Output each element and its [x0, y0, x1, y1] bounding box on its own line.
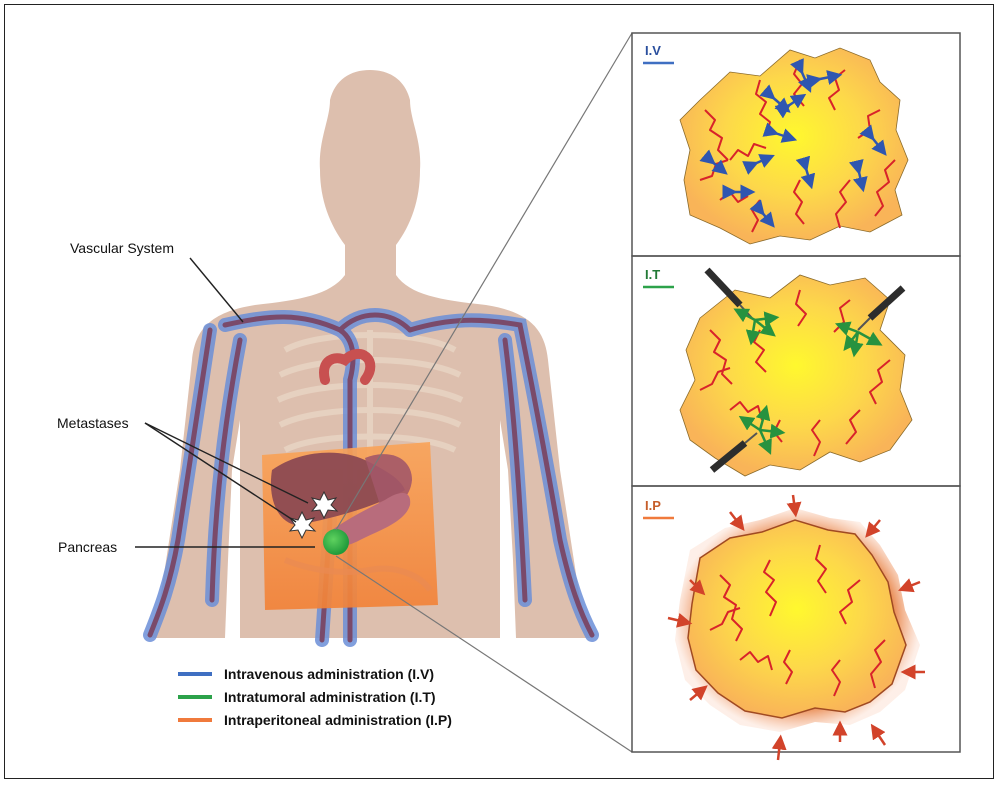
legend-text-ip: Intraperitoneal administration (I.P) [224, 712, 452, 728]
metastases-spots [288, 490, 339, 540]
panel-title-ip: I.P [645, 498, 661, 513]
legend-text-it: Intratumoral administration (I.T) [224, 689, 436, 705]
panel-title-iv: I.V [645, 43, 661, 58]
metastases-label: Metastases [57, 415, 129, 431]
pancreas-label: Pancreas [58, 539, 117, 555]
zoom-lines [335, 32, 633, 753]
pancreatic-tumor [323, 529, 349, 555]
tumor-ip [667, 494, 925, 761]
panel-titles: I.V I.T I.P [643, 43, 674, 520]
callout-lines [135, 257, 315, 548]
tumor-it [679, 267, 913, 477]
panel-frames [631, 32, 961, 753]
tumor-iv [679, 47, 909, 245]
figure-frame [4, 4, 994, 779]
vascular-system-label: Vascular System [70, 240, 174, 256]
legend-text-iv: Intravenous administration (I.V) [224, 666, 434, 682]
pancreas-organ [325, 493, 411, 547]
panel-title-it: I.T [645, 267, 660, 282]
legend: Intravenous administration (I.V) Intratu… [178, 666, 452, 728]
syringe-icon [704, 267, 906, 473]
peritoneal-cavity [262, 442, 438, 610]
stomach [365, 454, 412, 506]
